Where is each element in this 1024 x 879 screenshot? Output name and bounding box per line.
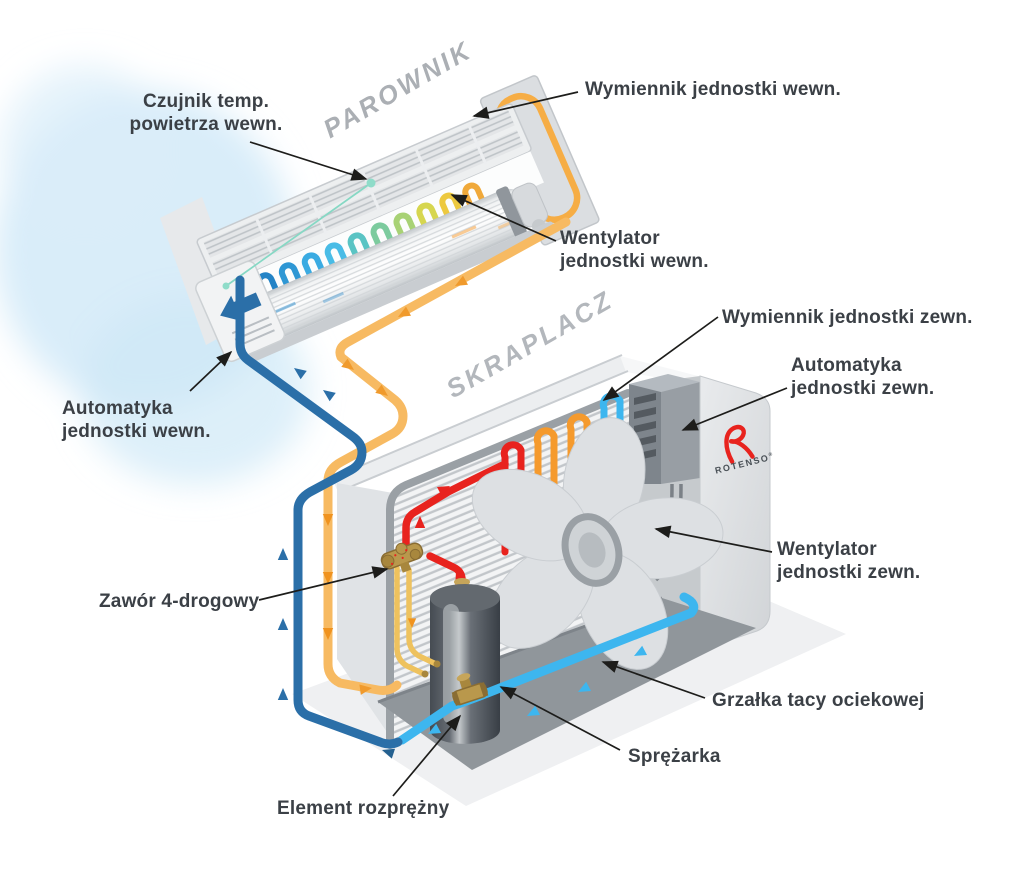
rotenso-logo-icon xyxy=(724,424,755,464)
label-compressor: Sprężarka xyxy=(628,746,721,767)
temperature-sensor-wire xyxy=(222,178,376,290)
label-sensor-indoor: Czujnik temp. powietrza wewn. xyxy=(129,91,283,135)
callout-line-controller-outdoor xyxy=(681,387,788,431)
callout-line-fan-indoor xyxy=(450,194,557,242)
callout-line-drip-tray-heater xyxy=(601,660,706,699)
callout-lines xyxy=(189,91,788,797)
callout-line-exchanger-indoor xyxy=(472,91,579,119)
callout-line-compressor xyxy=(499,686,621,751)
callout-line-valve-4way xyxy=(258,566,389,601)
callout-line-controller-indoor xyxy=(189,350,233,392)
label-controller-indoor: Automatyka jednostki wewn. xyxy=(62,398,211,442)
label-controller-outdoor: Automatyka jednostki zewn. xyxy=(791,355,935,399)
four-way-valve xyxy=(380,542,424,573)
outdoor-fan xyxy=(471,417,724,670)
callout-line-fan-outdoor xyxy=(654,525,773,553)
outdoor-unit xyxy=(331,354,771,770)
valve-return-tubes xyxy=(394,565,439,677)
label-drip-tray-heater: Grzałka tacy ociekowej xyxy=(712,690,925,711)
label-exchanger-indoor: Wymiennik jednostki wewn. xyxy=(585,79,841,100)
label-expansion-element: Element rozprężny xyxy=(277,798,450,819)
label-fan-indoor: Wentylator jednostki wewn. xyxy=(560,228,709,272)
callout-line-expansion-element xyxy=(392,714,462,797)
callout-line-exchanger-outdoor xyxy=(602,316,719,402)
exchanger-frame xyxy=(386,389,632,749)
warm-gas-pipe xyxy=(322,217,571,695)
outdoor-left-wall xyxy=(337,483,393,741)
expansion-valve xyxy=(451,673,489,706)
indoor-bottom-lip xyxy=(248,221,556,363)
outdoor-right-face xyxy=(699,375,771,651)
label-fan-outdoor: Wentylator jednostki zewn. xyxy=(777,539,921,583)
label-exchanger-outdoor: Wymiennik jednostki zewn. xyxy=(722,307,973,328)
label-valve-4way: Zawór 4-drogowy xyxy=(99,591,260,612)
callout-line-sensor-indoor xyxy=(249,141,368,181)
cold-suction-pipe xyxy=(235,275,403,759)
